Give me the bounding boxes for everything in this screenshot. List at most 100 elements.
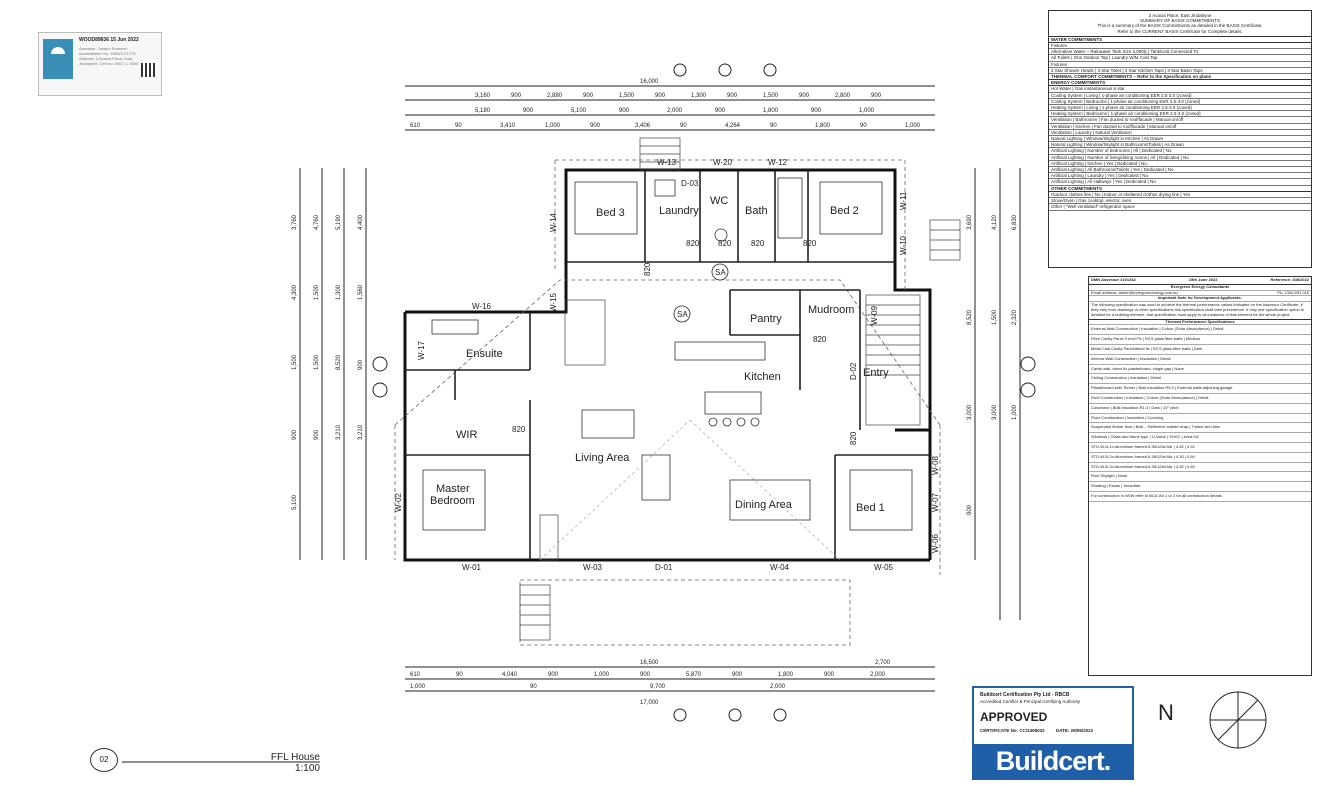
- dimension-label: 2,800: [835, 93, 851, 99]
- basix-section-title: THERMAL COMFORT COMMITMENTS – Refer to t…: [1049, 74, 1311, 81]
- basix-row: Ventilation | Bathrooms | Fan ducted to …: [1049, 117, 1311, 124]
- basix-row: Heating System | Bedrooms | 1-phase air …: [1049, 111, 1311, 118]
- opening-label: W-07: [931, 492, 940, 512]
- basix-header: 3 Acacia Place, East Jindabyne SUMMARY O…: [1049, 11, 1311, 37]
- energy-spec-row: External Wall Construction | Insulation …: [1089, 325, 1311, 336]
- dimension-label: 900: [583, 93, 594, 99]
- dimension-label: 1,300: [691, 93, 707, 99]
- dimension-label: 4,040: [502, 672, 518, 678]
- dimension-label: 90: [770, 123, 777, 129]
- spec-title: Thermal Performance Specifications: [1089, 320, 1311, 326]
- dimension-label: 900: [727, 93, 738, 99]
- dimension-label: 5,100: [571, 108, 587, 114]
- dimension-label: 4,400: [358, 214, 364, 230]
- room-label: Pantry: [750, 313, 782, 325]
- opening-label: W-06: [931, 533, 940, 553]
- dimension-label: 2,000: [770, 684, 786, 690]
- opening-label: W-12: [768, 158, 788, 167]
- room-label: Bedroom: [430, 495, 475, 507]
- assessor-logo-icon: [43, 39, 73, 79]
- dimension-label: 1,500: [763, 93, 779, 99]
- basix-row: Natural Lighting | Window/Skylight in Ki…: [1049, 136, 1311, 143]
- qr-code-icon: [141, 63, 155, 77]
- opening-label: W-03: [583, 563, 603, 572]
- dimension-label: 900: [732, 672, 743, 678]
- energy-spec-row: Metal Clad Cavity Panel/direct fix | R2.…: [1089, 345, 1311, 355]
- dimension-label: 900: [548, 672, 559, 678]
- dimension-label: 3,760: [292, 214, 298, 230]
- opening-label: W-02: [394, 492, 403, 512]
- basix-address: 3 Acacia Place, East Jindabyne: [1148, 13, 1212, 18]
- basix-row: Artificial Lighting | All Hallways | Yes…: [1049, 179, 1311, 186]
- dimension-label: 3,690: [967, 214, 973, 230]
- opening-label: 820: [849, 431, 858, 445]
- note-text: The following specification was used to …: [1089, 302, 1311, 320]
- opening-label: SA: [677, 310, 688, 319]
- dimension-label: 1,800: [763, 108, 779, 114]
- basix-row: Other | "Well ventilated" refrigerator s…: [1049, 204, 1311, 211]
- dimension-label: 4,300: [292, 284, 298, 300]
- basix-row: 3 Star Shower Heads | 3 Star Toilet | 3 …: [1049, 68, 1311, 75]
- dimension-label: 1,000: [1012, 404, 1018, 420]
- dimension-label: 1,500: [992, 309, 998, 325]
- room-label: Bed 3: [596, 207, 625, 219]
- dimension-label: 1,500: [619, 93, 635, 99]
- basix-row: Fixtures: [1049, 62, 1311, 68]
- dimension-label: 4,760: [314, 214, 320, 230]
- dimension-label: 1,800: [778, 672, 794, 678]
- basix-row: Ventilation | Laundry | Natural Ventilat…: [1049, 130, 1311, 137]
- energy-spec-row: Cavity wall, direct fix plasterboard, si…: [1089, 365, 1311, 375]
- dimension-label: 610: [410, 123, 421, 129]
- dimension-label: 5,870: [686, 672, 702, 678]
- stamp-details: Assessor: Joseph Rommel; Accreditation N…: [79, 46, 139, 66]
- drawing-title: FFL House: [270, 752, 320, 763]
- basix-summary-table: 3 Acacia Place, East Jindabyne SUMMARY O…: [1048, 10, 1312, 268]
- dimension-label: 1,000: [545, 123, 561, 129]
- dimension-label: 1,000: [905, 123, 921, 129]
- opening-label: D-01: [655, 563, 673, 572]
- room-label: Kitchen: [744, 371, 781, 383]
- drawing-title-block: FFL House 1:100: [248, 752, 320, 774]
- energy-header: DMN Assessor #101342 15th June 2022 Refe…: [1089, 277, 1311, 285]
- room-label: WC: [710, 195, 728, 207]
- company-name: Evergreen Energy Consultants: [1089, 285, 1311, 291]
- room-label: Bed 1: [856, 502, 885, 514]
- energy-spec-row: STD-W-B-3n Aluminium framed 6.38/12Ar/4A…: [1089, 463, 1311, 473]
- dimension-label: 610: [410, 672, 421, 678]
- assessment-date: 15th June 2022: [1188, 277, 1218, 282]
- certifier-name: Buildcert Certification Pty Ltd - RBCB: [980, 692, 1070, 698]
- basix-note: Refer to the CURRENT BASIX Certificate f…: [1117, 28, 1243, 34]
- email-address: Email address: admin@evergreenenergy.com…: [1091, 290, 1178, 295]
- opening-labels: W-13 W-20 W-12 W-14 W-11 W-10 W-16 W-15 …: [394, 158, 940, 572]
- opening-label: W-17: [417, 340, 426, 360]
- basix-row: Artificial Lighting | Kitchen | Yes | De…: [1049, 161, 1311, 168]
- accreditation-stamp: WOOD89836 15 Jun 2022 Assessor: Joseph R…: [38, 32, 162, 96]
- dimension-label: 90: [680, 123, 687, 129]
- dimension-label: 6,830: [1012, 214, 1018, 230]
- opening-label: 820: [803, 239, 817, 248]
- basix-section-title: WATER COMMITMENTS: [1049, 37, 1311, 44]
- dimension-label: 900: [292, 429, 298, 440]
- dimension-label: 1,800: [815, 123, 831, 129]
- room-label: Bath: [745, 205, 768, 217]
- opening-label: 820: [813, 335, 827, 344]
- north-label: N: [1158, 700, 1174, 725]
- dimension-label: 90: [860, 123, 867, 129]
- room-label: Master: [436, 483, 470, 495]
- dimension-label: 1,000: [859, 108, 875, 114]
- dimension-label: 900: [511, 93, 522, 99]
- opening-label: W-01: [462, 563, 482, 572]
- energy-spec-row: Shading | Eaves | Verandah: [1089, 482, 1311, 492]
- energy-spec-row: Ceiling Construction | Insulation | Deta…: [1089, 374, 1311, 385]
- dimension-label: 900: [824, 672, 835, 678]
- reference-number: Reference: 208/2022: [1270, 277, 1309, 282]
- certificate-number: CERTIFICATE No: CC/2405022: [980, 728, 1045, 733]
- dimension-label: 5,180: [475, 108, 491, 114]
- basix-note: This is a summary of the BASIX Commitmen…: [1097, 23, 1263, 29]
- dimension-label: 900: [590, 123, 601, 129]
- dimension-label: 900: [871, 93, 882, 99]
- dimension-label: 900: [358, 359, 364, 370]
- room-label: Ensuite: [466, 348, 503, 360]
